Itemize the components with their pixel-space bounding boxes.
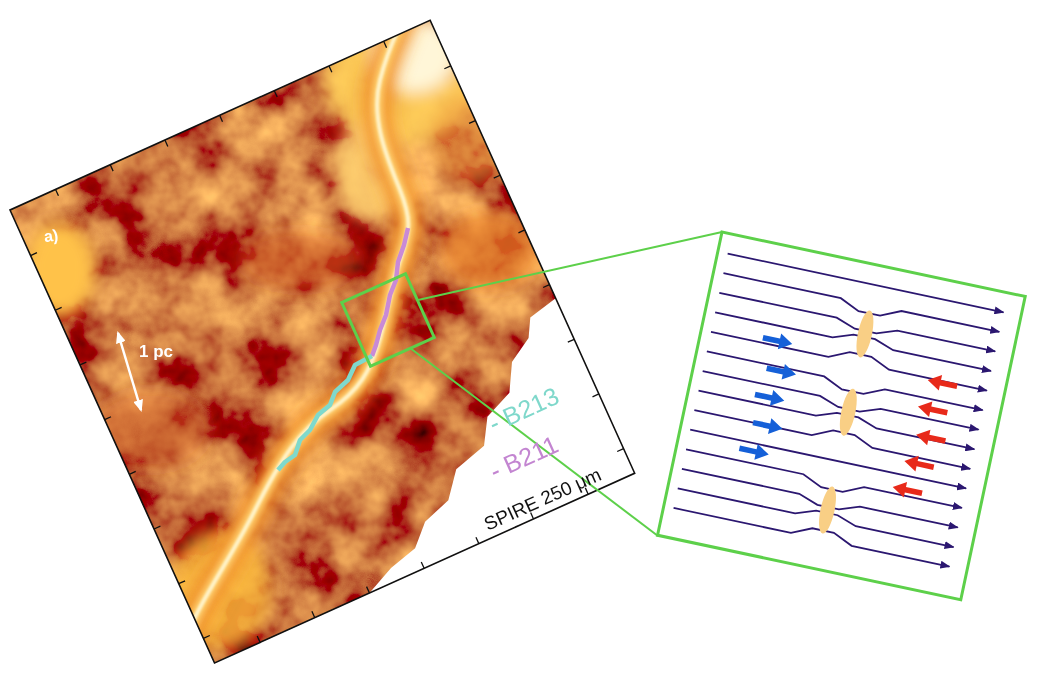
core-ellipses — [816, 309, 877, 535]
scale-arrow — [118, 333, 141, 410]
zoom-leader — [410, 348, 658, 536]
b211-trace — [372, 228, 408, 356]
inflow-arrows — [891, 370, 959, 504]
inflow-arrows — [738, 330, 804, 464]
filament-core — [185, 0, 410, 640]
legend-label: - B213 — [485, 382, 563, 437]
field-inset — [658, 232, 1026, 600]
dust-map — [0, 0, 640, 684]
scale-label: 1 pc — [139, 343, 173, 362]
zoom-box — [342, 274, 435, 367]
field-lines — [674, 254, 1004, 567]
panel-letter: a) — [43, 226, 60, 245]
b213-trace — [278, 356, 372, 470]
no-data-region — [290, 298, 634, 593]
frame-ticks — [10, 20, 635, 663]
filament-glow — [185, 0, 410, 640]
legend-label: - B211 — [486, 431, 563, 486]
map-frame — [10, 20, 635, 663]
filament — [185, 0, 410, 640]
zoom-leader — [418, 232, 722, 300]
